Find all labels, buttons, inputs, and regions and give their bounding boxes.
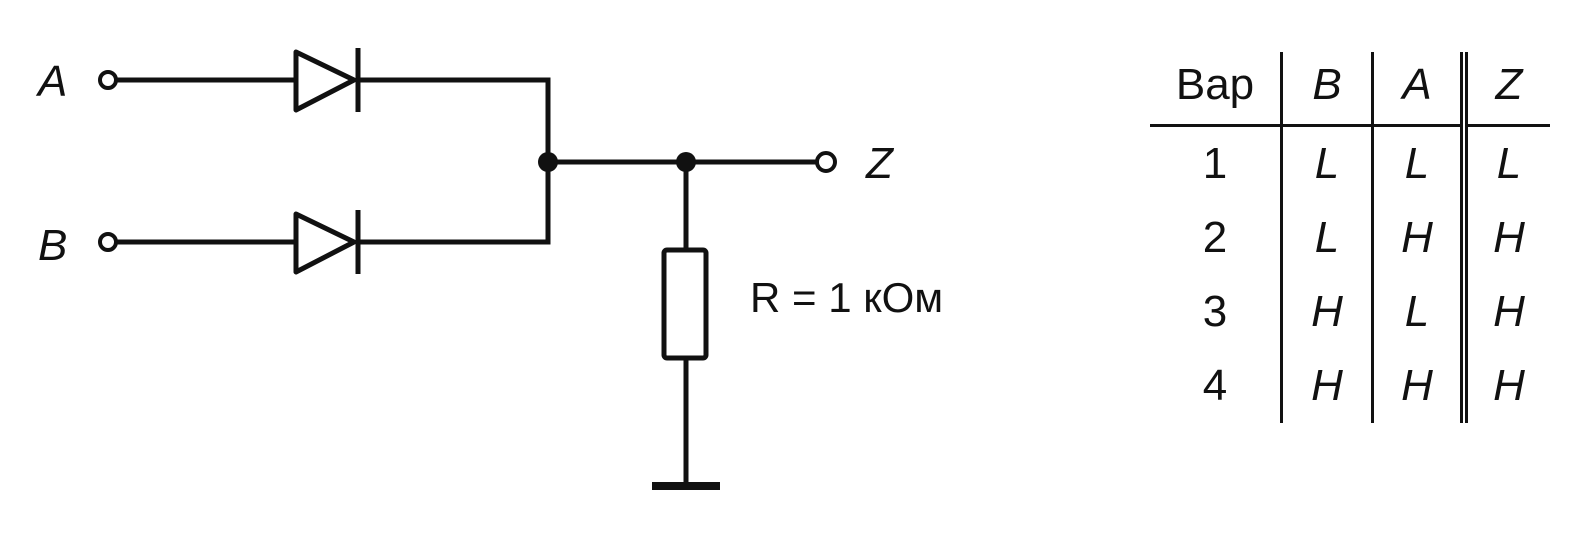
diode-b bbox=[293, 210, 361, 275]
cell-variant: 3 bbox=[1202, 287, 1228, 336]
terminal-a bbox=[98, 70, 118, 90]
header-b: B bbox=[1280, 52, 1373, 127]
label-output-z: Z bbox=[865, 139, 895, 188]
header-a: A bbox=[1371, 52, 1464, 127]
cell-b: L bbox=[1280, 201, 1373, 275]
truth-table: Вар B A Z 1 L L L 2 L H H 3 H L H 4 H H bbox=[1150, 52, 1550, 423]
terminal-z bbox=[815, 151, 837, 173]
cell-b: L bbox=[1280, 125, 1373, 201]
cell-b: H bbox=[1280, 349, 1373, 423]
label-input-b: B bbox=[38, 221, 67, 270]
cell-z: H bbox=[1460, 349, 1550, 423]
header-z: Z bbox=[1460, 52, 1550, 127]
label-input-a: A bbox=[35, 57, 67, 106]
table-row: 4 H H H bbox=[1150, 349, 1550, 423]
cell-a: L bbox=[1371, 275, 1464, 349]
diode-or-circuit: A B Z R = 1 кОм bbox=[35, 48, 943, 490]
terminal-b bbox=[98, 232, 118, 252]
diode-a bbox=[293, 48, 361, 113]
cell-b: H bbox=[1280, 275, 1373, 349]
table-row: 2 L H H bbox=[1150, 201, 1550, 275]
junction-dot-right bbox=[676, 152, 696, 172]
cell-a: L bbox=[1371, 125, 1464, 201]
cell-a: H bbox=[1371, 349, 1464, 423]
cell-variant: 2 bbox=[1202, 213, 1228, 262]
cell-z: H bbox=[1460, 275, 1550, 349]
cell-z: H bbox=[1460, 201, 1550, 275]
junction-dot-left bbox=[538, 152, 558, 172]
cell-variant: 4 bbox=[1202, 361, 1228, 410]
resistor bbox=[661, 247, 709, 361]
cell-z: L bbox=[1460, 125, 1550, 201]
header-variant: Вар bbox=[1150, 52, 1282, 127]
truth-table-header-row: Вар B A Z bbox=[1150, 52, 1550, 127]
table-row: 1 L L L bbox=[1150, 125, 1550, 201]
cell-a: H bbox=[1371, 201, 1464, 275]
table-row: 3 H L H bbox=[1150, 275, 1550, 349]
cell-variant: 1 bbox=[1202, 139, 1228, 188]
label-resistor: R = 1 кОм bbox=[750, 274, 943, 321]
